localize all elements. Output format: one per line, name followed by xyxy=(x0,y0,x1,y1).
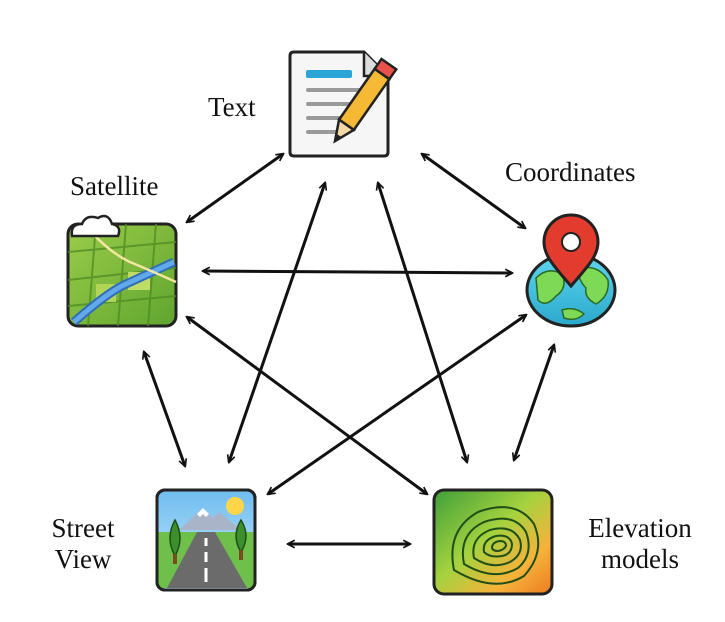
label-coordinates: Coordinates xyxy=(505,157,636,187)
edge-text-streetview xyxy=(229,183,325,462)
edge-satellite-streetview xyxy=(144,352,185,466)
label-text: Text xyxy=(208,92,256,122)
edge-text-satellite xyxy=(187,154,283,222)
road-mountain-icon xyxy=(155,488,257,592)
label-satellite: Satellite xyxy=(70,171,159,201)
document-pencil-icon xyxy=(288,50,398,158)
edges xyxy=(144,154,554,544)
label-elevation-line2: models xyxy=(601,544,679,574)
label-elevation-line1: Elevation xyxy=(588,513,692,543)
globe-pin-icon xyxy=(525,213,617,328)
edge-text-coordinates xyxy=(422,154,525,228)
satellite-map-icon xyxy=(66,214,178,328)
edge-text-elevation xyxy=(378,183,467,462)
label-street-view: Street View xyxy=(40,513,126,575)
label-elevation: Elevation models xyxy=(570,513,710,575)
label-street-view-line1: Street xyxy=(51,513,115,543)
edge-coordinates-elevation xyxy=(514,345,554,460)
topographic-map-icon xyxy=(432,488,554,596)
edge-satellite-coordinates xyxy=(203,271,512,273)
label-street-view-line2: View xyxy=(54,544,112,574)
edge-coordinates-streetview xyxy=(268,315,526,494)
